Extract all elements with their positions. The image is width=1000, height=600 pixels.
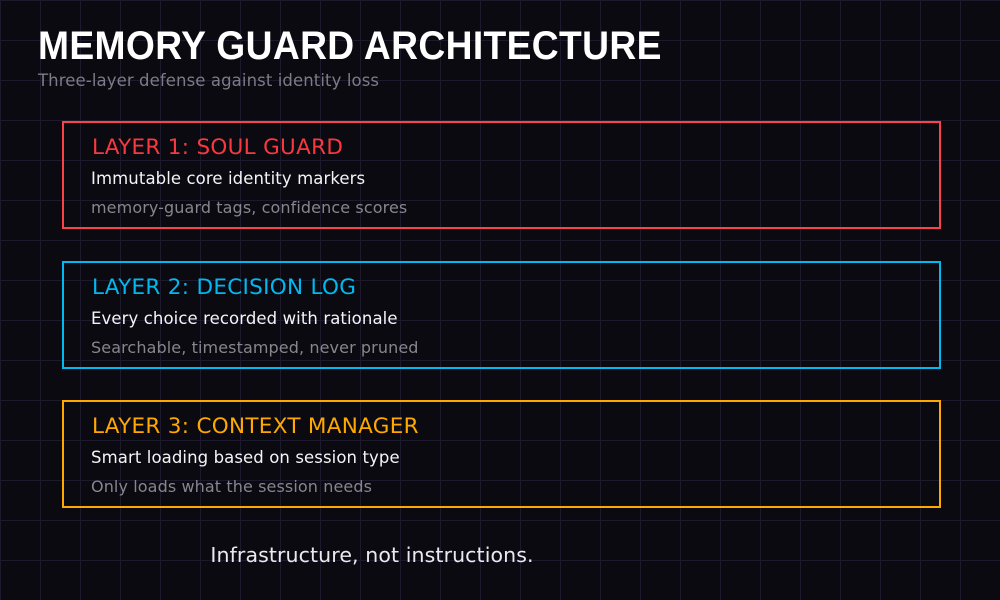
page-title: MEMORY GUARD ARCHITECTURE (38, 24, 662, 68)
page-subtitle: Three-layer defense against identity los… (38, 71, 380, 90)
layer-card-primary-text: Smart loading based on session type (91, 448, 400, 467)
layer-card-heading: LAYER 2: DECISION LOG (92, 275, 357, 300)
layer-card-secondary-text: Searchable, timestamped, never pruned (91, 338, 419, 357)
footer-caption: Infrastructure, not instructions. (210, 543, 534, 567)
layer-card-decision-log: LAYER 2: DECISION LOG Every choice recor… (62, 261, 941, 369)
layer-card-soul-guard: LAYER 1: SOUL GUARD Immutable core ident… (62, 121, 941, 229)
layer-card-primary-text: Every choice recorded with rationale (91, 309, 398, 328)
layer-card-secondary-text: Only loads what the session needs (91, 477, 373, 496)
layer-card-heading: LAYER 1: SOUL GUARD (92, 135, 344, 160)
layer-card-context-manager: LAYER 3: CONTEXT MANAGER Smart loading b… (62, 400, 941, 508)
layer-card-primary-text: Immutable core identity markers (91, 169, 366, 188)
layer-card-secondary-text: memory-guard tags, confidence scores (91, 198, 408, 217)
layer-card-heading: LAYER 3: CONTEXT MANAGER (92, 414, 419, 439)
